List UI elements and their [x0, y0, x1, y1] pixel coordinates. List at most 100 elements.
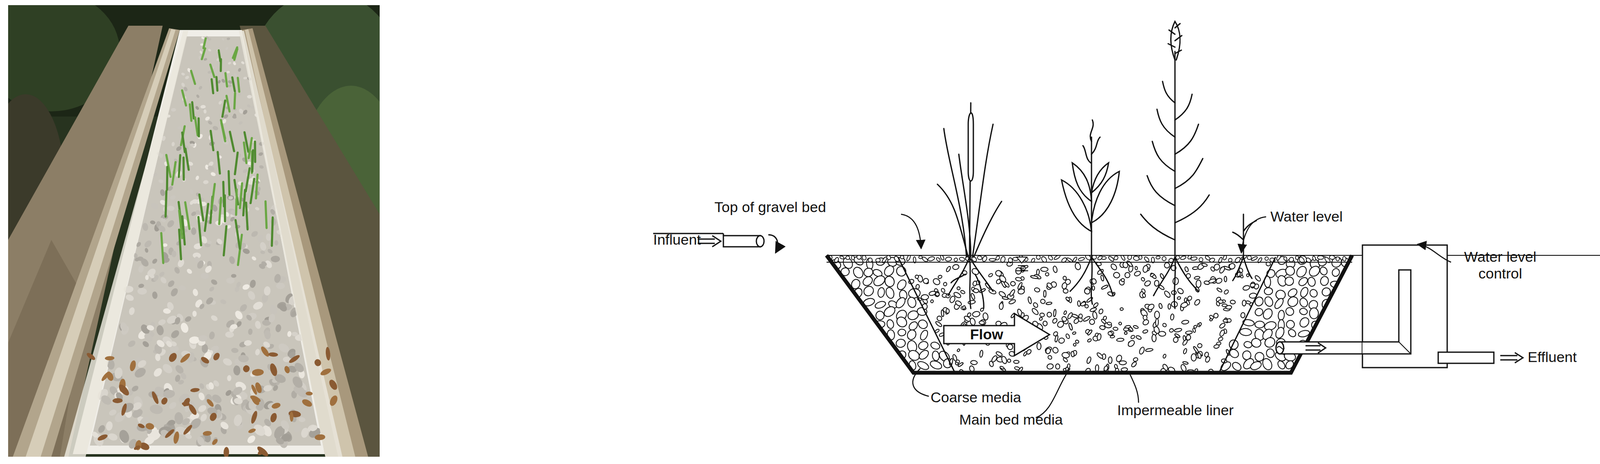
gravel-stone	[187, 402, 199, 416]
gravel-stone	[1063, 310, 1068, 315]
gravel-stone	[1284, 318, 1297, 330]
gravel-stone	[227, 83, 232, 88]
gravel-stone	[157, 223, 167, 234]
gravel-stone	[1142, 328, 1149, 334]
gravel-stone	[1121, 277, 1125, 282]
gravel-stone	[1263, 335, 1277, 349]
gravel-stone	[1193, 324, 1198, 329]
gravel-stone	[1204, 280, 1211, 285]
gravel-stone	[917, 348, 931, 361]
plant-leaf	[228, 171, 230, 195]
gravel-stone	[198, 302, 206, 310]
gravel-stone	[221, 356, 234, 367]
gravel-stone	[1083, 287, 1092, 295]
gravel-stone	[1183, 297, 1187, 302]
gravel-stone	[120, 402, 128, 417]
gravel-stone	[1000, 355, 1008, 364]
gravel-stone	[1006, 342, 1014, 351]
gravel-stone	[169, 194, 177, 201]
gravel-stone	[231, 115, 237, 119]
gravel-stone	[987, 272, 994, 278]
gravel-stone	[1184, 266, 1190, 273]
gravel-stone	[1250, 336, 1263, 349]
gravel-stone	[242, 364, 251, 373]
gravel-stone	[1089, 318, 1095, 325]
gravel-stone	[226, 277, 235, 284]
gravel-stone	[262, 383, 273, 393]
gravel-stone	[1079, 300, 1086, 307]
gravel-stone	[258, 262, 267, 270]
gravel-stone	[274, 239, 279, 246]
gravel-stone	[190, 227, 197, 235]
gravel-stone	[177, 125, 182, 130]
gravel-stone	[171, 141, 176, 147]
gravel-stone	[232, 61, 237, 66]
gravel-stone	[989, 258, 997, 261]
gravel-stone	[1190, 255, 1198, 261]
plant-leaf	[245, 168, 250, 192]
part-label: Main bed media	[959, 410, 1063, 428]
gravel-stone	[1032, 301, 1039, 309]
gravel-stone	[1138, 255, 1143, 260]
gravel-stone	[1065, 333, 1071, 339]
gravel-stone	[85, 351, 97, 362]
gravel-stone	[207, 70, 212, 75]
gravel-stone	[157, 318, 167, 326]
plant-leaf	[235, 220, 240, 249]
gravel-stone	[256, 447, 266, 456]
gravel-stone	[107, 407, 118, 417]
gravel-stone	[1204, 355, 1211, 363]
gravel-stone	[1072, 331, 1077, 335]
plant-leaf	[236, 189, 237, 215]
gravel-stone	[1342, 255, 1347, 262]
gravel-stone	[1086, 329, 1093, 336]
gravel-stone	[1101, 255, 1107, 260]
gravel-stone	[894, 264, 908, 278]
gravel-stone	[1318, 265, 1329, 276]
gravel-stone	[1174, 327, 1183, 333]
gravel-stone	[145, 274, 149, 280]
gravel-stone	[862, 284, 876, 298]
gravel-stone	[1124, 331, 1128, 334]
gravel-stone	[1092, 310, 1098, 319]
gravel-stone	[1265, 347, 1276, 358]
gravel-stone	[1043, 290, 1047, 298]
gravel-stone	[117, 428, 131, 444]
plant-leaf	[229, 131, 235, 152]
gravel-stone	[173, 265, 182, 275]
gravel-stone	[243, 76, 247, 80]
plant-leaf	[210, 130, 214, 151]
part-label: Coarse media	[930, 388, 1022, 406]
gravel-stone	[981, 255, 988, 262]
gravel-bed	[826, 255, 1353, 373]
gravel-stone	[251, 300, 265, 311]
gravel-stone	[1223, 288, 1229, 295]
gravel-stone	[861, 274, 875, 288]
gravel-stone	[237, 67, 242, 73]
gravel-stone	[137, 282, 145, 289]
gravel-stone	[205, 397, 215, 408]
gravel-stone	[1014, 365, 1020, 371]
gravel-stone	[1283, 256, 1288, 261]
gravel-stone	[953, 257, 959, 262]
gravel-stone	[995, 278, 1002, 285]
gravel-stone	[169, 286, 180, 298]
plant-leaf	[244, 132, 249, 152]
gravel-stone	[1168, 303, 1171, 310]
gravel-stone	[314, 433, 326, 441]
gravel-stone	[105, 420, 114, 431]
plant-leaf	[252, 150, 253, 172]
gravel-stone	[1031, 307, 1040, 316]
gravel-stone	[182, 423, 194, 436]
gravel-stone	[247, 327, 253, 335]
gravel-stone	[174, 373, 182, 383]
gravel-stone	[266, 247, 274, 255]
gravel-stone	[1149, 271, 1157, 280]
gravel-stone	[1297, 275, 1310, 288]
gravel-stone	[267, 351, 279, 357]
gravel-stone	[1253, 306, 1264, 317]
gravel-stone	[100, 369, 111, 382]
gravel-stone	[208, 330, 216, 340]
gravel-stone	[1260, 356, 1274, 371]
plant-leaf	[217, 151, 221, 174]
